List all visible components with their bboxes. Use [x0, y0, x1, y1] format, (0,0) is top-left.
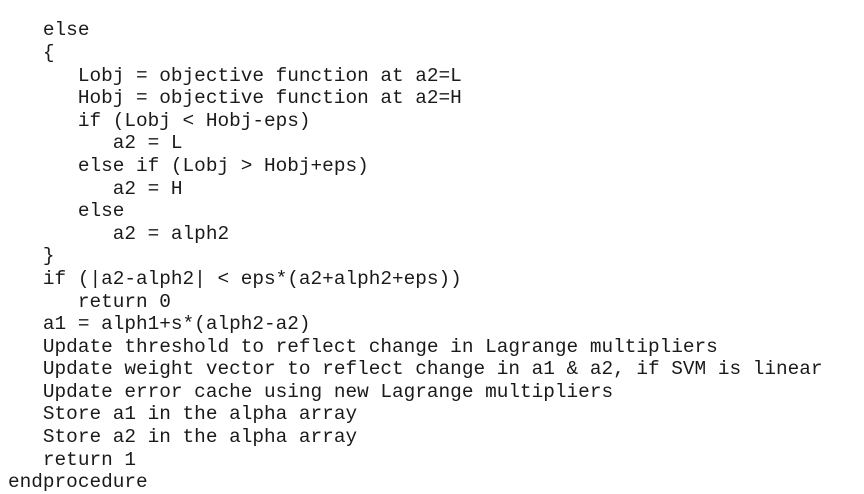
- code-line: a2 = L: [8, 132, 183, 155]
- code-line: a2 = H: [8, 177, 183, 200]
- code-line: Lobj = objective function at a2=L: [8, 64, 462, 87]
- code-line: Store a2 in the alpha array: [8, 426, 358, 449]
- code-line: return 1: [8, 448, 136, 471]
- code-line: Hobj = objective function at a2=H: [8, 87, 462, 110]
- code-line: }: [8, 245, 55, 268]
- code-line: if (Lobj < Hobj-eps): [8, 109, 311, 132]
- code-line: endprocedure: [8, 471, 148, 494]
- code-line: a2 = alph2: [8, 222, 230, 245]
- code-line: if (|a2-alph2| < eps*(a2+alph2+eps)): [8, 267, 462, 290]
- code-line: return 0: [8, 290, 171, 313]
- code-line: Update error cache using new Lagrange mu…: [8, 380, 614, 403]
- code-listing: else { Lobj = objective function at a2=L…: [8, 19, 864, 493]
- code-line: else: [8, 19, 90, 42]
- code-line: Update threshold to reflect change in La…: [8, 335, 718, 358]
- code-line: {: [8, 41, 55, 64]
- code-line: else if (Lobj > Hobj+eps): [8, 154, 369, 177]
- code-line: Store a1 in the alpha array: [8, 403, 358, 426]
- code-line: a1 = alph1+s*(alph2-a2): [8, 313, 311, 336]
- code-line: else: [8, 200, 125, 223]
- code-line: Update weight vector to reflect change i…: [8, 358, 823, 381]
